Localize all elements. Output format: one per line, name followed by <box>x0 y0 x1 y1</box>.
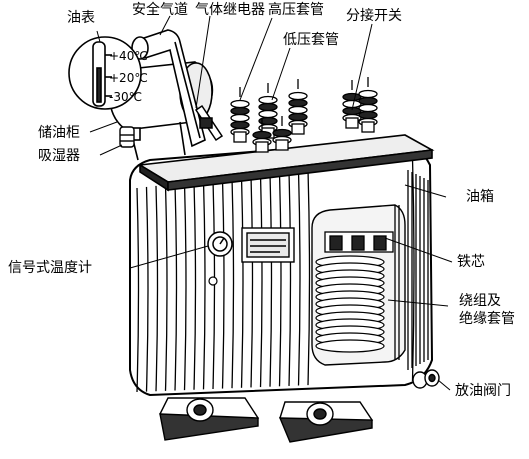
lv-bushing-1 <box>252 118 272 153</box>
bushing-base <box>291 123 305 135</box>
gauge-tick-high: +40℃ <box>109 49 148 63</box>
radiator-fin <box>164 184 168 391</box>
label-safety-airway: 安全气道 <box>132 2 188 18</box>
gauge-tick-mid: +20℃ <box>109 71 148 85</box>
radiator-fin <box>411 157 415 381</box>
radiator-fin <box>193 181 197 390</box>
hv-bushing-1 <box>230 87 250 143</box>
label-conservator: 储油柜 <box>38 125 80 141</box>
bushings <box>230 77 378 153</box>
radiator-fin <box>307 169 311 386</box>
bushing-disc <box>258 95 278 105</box>
label-winding-line2: 绝缘套管 <box>459 311 515 327</box>
radiator-fin <box>145 186 149 392</box>
bushing-disc <box>258 102 278 112</box>
gas-relay <box>194 104 224 142</box>
label-tap-changer: 分接开关 <box>346 8 402 24</box>
bushing-disc <box>230 106 250 116</box>
bushing-base <box>345 117 359 129</box>
bushing-disc <box>358 89 378 99</box>
label-gas-relay: 气体继电器 <box>195 2 265 18</box>
wheels <box>186 398 334 426</box>
hv-bushing-3 <box>288 79 308 135</box>
radiator-fin <box>269 173 273 387</box>
bushing-base <box>275 139 289 151</box>
radiator-fin <box>202 180 206 390</box>
hv-bushing-2 <box>258 83 278 139</box>
nameplate <box>241 227 295 263</box>
bushing-disc <box>288 98 308 108</box>
radiator-fin <box>259 174 263 388</box>
label-lv-bushing: 低压套管 <box>283 32 339 48</box>
bushing-disc <box>230 120 250 130</box>
radiator-fins <box>136 157 429 393</box>
radiator-fin <box>240 176 244 388</box>
label-breather: 吸湿器 <box>38 148 80 164</box>
leader-lines <box>89 15 453 391</box>
bushing-disc <box>342 99 362 109</box>
label-signal-thermometer: 信号式温度计 <box>8 260 92 276</box>
tank-cover <box>137 134 435 192</box>
bushing-disc <box>288 112 308 122</box>
hv-bushing-4 <box>358 77 378 133</box>
label-oil-tank: 油箱 <box>466 189 494 205</box>
label-oil-gauge: 油表 <box>67 10 95 26</box>
radiator-fin <box>278 172 282 387</box>
bushing-disc <box>342 92 362 102</box>
coil-turn <box>315 339 385 353</box>
radiator-fin <box>221 178 225 389</box>
radiator-fin <box>136 187 140 393</box>
radiator-fin <box>155 185 159 392</box>
label-iron-core: 铁芯 <box>457 254 485 270</box>
radiator-fin <box>231 177 235 389</box>
breather <box>119 126 135 148</box>
label-winding-line1: 绕组及 <box>459 293 501 309</box>
label-drain-valve: 放油阀门 <box>455 383 511 399</box>
bushing-disc <box>358 103 378 113</box>
radiator-fin <box>288 171 292 386</box>
bushing-disc <box>272 128 292 138</box>
bushing-disc <box>288 91 308 101</box>
radiator-fin <box>174 183 178 391</box>
bushing-disc <box>252 130 272 140</box>
radiator-fin <box>297 170 301 386</box>
bushing-disc <box>258 109 278 119</box>
thermometer-dial <box>207 231 233 257</box>
gauge-tick-low: -30℃ <box>109 90 142 104</box>
safety-airway-pipe <box>131 29 206 148</box>
oil-gauge-inset <box>68 36 142 110</box>
tap-changer-bushing <box>342 80 362 129</box>
label-hv-bushing: 高压套管 <box>268 2 324 18</box>
bushing-disc <box>288 105 308 115</box>
iron-core <box>324 205 400 360</box>
tank-bolt <box>208 276 218 286</box>
bushing-disc <box>358 110 378 120</box>
bushing-disc <box>230 99 250 109</box>
radiator-fin <box>250 175 254 388</box>
lv-bushing-2 <box>272 116 292 151</box>
bushing-base <box>255 141 269 153</box>
drain-valve <box>412 369 440 389</box>
radiator-fin <box>183 182 187 391</box>
bushing-base <box>361 121 375 133</box>
bushing-disc <box>358 96 378 106</box>
bushing-disc <box>230 113 250 123</box>
bushing-base <box>233 131 247 143</box>
winding-coil <box>315 255 385 353</box>
